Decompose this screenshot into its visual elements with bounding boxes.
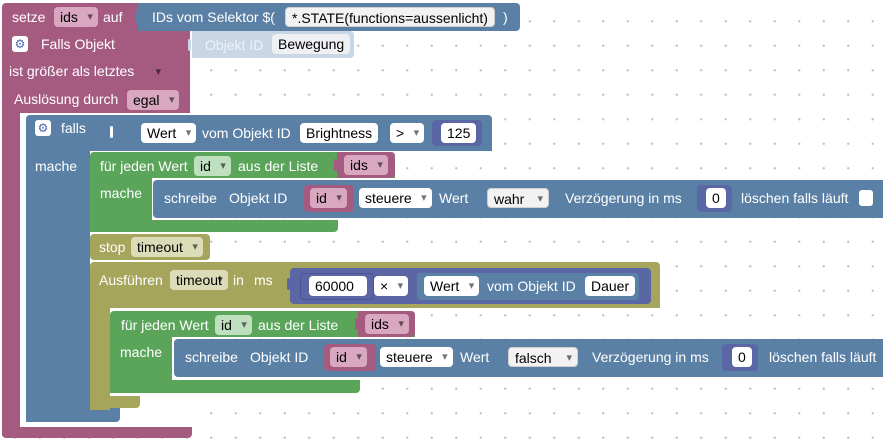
write1-clear-checkbox[interactable] bbox=[859, 190, 873, 206]
multiply-operator-dropdown[interactable]: × bbox=[374, 276, 409, 296]
object-id-field[interactable]: Bewegung bbox=[272, 34, 351, 54]
compare-object-id-field[interactable]: Brightness bbox=[300, 123, 379, 143]
write1-object-id-label: Objekt ID bbox=[229, 190, 288, 206]
trigger-label: Auslösung durch bbox=[14, 91, 119, 107]
execute-in-label: in bbox=[233, 272, 244, 288]
multiply-value-dropdown[interactable]: Wert bbox=[424, 276, 480, 296]
trigger-footer bbox=[2, 427, 192, 438]
object-id-tab bbox=[188, 39, 191, 51]
write2-label: schreibe bbox=[185, 349, 238, 365]
write2-delay-field[interactable]: 0 bbox=[732, 347, 752, 367]
if-gear-icon[interactable]: ⚙ bbox=[35, 120, 51, 136]
selector-tab bbox=[135, 11, 138, 23]
set-variable-dropdown[interactable]: ids bbox=[54, 7, 98, 27]
loop1-list-label: aus der Liste bbox=[238, 158, 319, 174]
compare-value-dropdown[interactable]: Wert bbox=[141, 123, 197, 143]
write1-id-dropdown[interactable]: id bbox=[310, 188, 347, 208]
trigger-title: Falls Objekt bbox=[41, 36, 115, 52]
compare-tab bbox=[110, 126, 113, 138]
execute-footer bbox=[90, 396, 140, 408]
loop2-list-label: aus der Liste bbox=[258, 317, 339, 333]
compare-number-field[interactable]: 125 bbox=[441, 123, 477, 143]
loop2-footer bbox=[110, 380, 360, 393]
loop1-mache-label: mache bbox=[100, 185, 143, 201]
write2-id-dropdown[interactable]: id bbox=[330, 347, 367, 367]
mache-label: mache bbox=[35, 158, 78, 174]
write1-delay-label: Verzögerung in ms bbox=[565, 190, 682, 206]
write2-clear-label: löschen falls läuft bbox=[769, 349, 877, 365]
multiply-object-id-field[interactable]: Dauer bbox=[585, 276, 636, 296]
execute-spine bbox=[90, 306, 110, 410]
write1-label: schreibe bbox=[164, 190, 217, 206]
selector-close-paren: ) bbox=[503, 9, 508, 25]
compare-operator-dropdown[interactable]: > bbox=[390, 123, 425, 143]
write2-wert-label: Wert bbox=[460, 349, 490, 365]
trigger-dropdown[interactable]: egal bbox=[127, 90, 180, 110]
execute-unit-label: ms bbox=[254, 272, 273, 288]
execute-label: Ausführen bbox=[99, 272, 163, 288]
loop2-list-dropdown[interactable]: ids bbox=[365, 314, 409, 334]
multiply-number-field[interactable]: 60000 bbox=[309, 276, 367, 296]
loop1-var-dropdown[interactable]: id bbox=[194, 156, 231, 176]
write2-mode-dropdown[interactable]: steuere bbox=[380, 347, 453, 367]
stop-timeout-dropdown[interactable]: timeout bbox=[131, 237, 203, 257]
loop2-list-tab bbox=[355, 318, 358, 330]
write2-delay-label: Verzögerung in ms bbox=[592, 349, 709, 365]
loop2-for-label: für jeden Wert bbox=[121, 317, 209, 333]
write1-delay-field[interactable]: 0 bbox=[706, 188, 726, 208]
write2-value-dropdown[interactable]: falsch bbox=[508, 347, 578, 368]
falls-label: falls bbox=[61, 120, 86, 136]
loop1-footer bbox=[90, 220, 338, 232]
loop1-for-label: für jeden Wert bbox=[100, 158, 188, 174]
write1-value-dropdown[interactable]: wahr bbox=[487, 188, 549, 209]
loop1-list-tab bbox=[334, 159, 337, 171]
write1-clear-label: löschen falls läuft bbox=[741, 190, 849, 206]
write1-mode-dropdown[interactable]: steuere bbox=[359, 188, 432, 208]
selector-label: IDs vom Selektor $( bbox=[152, 9, 275, 25]
auf-label: auf bbox=[103, 9, 123, 25]
execute-timeout-dropdown[interactable]: timeout bbox=[170, 270, 228, 290]
selector-value-field[interactable]: *.STATE(functions=aussenlicht) bbox=[285, 7, 495, 27]
loop2-mache-label: mache bbox=[120, 344, 163, 360]
write2-object-id-label: Objekt ID bbox=[250, 349, 309, 365]
write1-wert-label: Wert bbox=[439, 190, 469, 206]
object-id-label: Objekt ID bbox=[205, 37, 264, 53]
stop-label: stop bbox=[99, 239, 126, 255]
multiply-from-label: vom Objekt ID bbox=[487, 278, 576, 294]
if-spine bbox=[26, 150, 90, 422]
condition-dropdown[interactable] bbox=[8, 62, 166, 82]
compare-from-label: vom Objekt ID bbox=[202, 125, 291, 141]
set-label: setze bbox=[12, 9, 46, 25]
multiply-tab bbox=[287, 278, 290, 290]
loop1-list-dropdown[interactable]: ids bbox=[344, 155, 388, 175]
loop2-var-dropdown[interactable]: id bbox=[215, 315, 252, 335]
trigger-gear-icon[interactable]: ⚙ bbox=[12, 36, 28, 52]
if-footer bbox=[26, 408, 120, 422]
